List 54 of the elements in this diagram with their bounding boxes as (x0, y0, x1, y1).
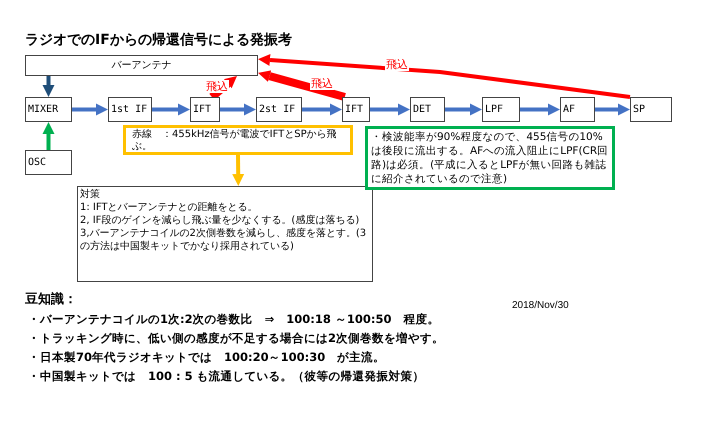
edge-label: 飛込 (385, 58, 409, 71)
note-line: ・中国製キットでは 100 : 5 も流通している。（彼等の帰還発振対策） (27, 369, 426, 384)
note-text: ・検波能率が90%程度なので、455信号の10%は後段に流出する。AFへの流入阻止にLPF(CR回路)は必須。(平成に入るとLPFが無い回路も雑誌に紹介されているので注意) (371, 130, 609, 186)
block-label: IFT (193, 103, 212, 117)
note-box (77, 186, 373, 282)
block-box (256, 97, 302, 122)
section-heading: 豆知識： (25, 292, 78, 308)
arrow (258, 70, 346, 101)
note-line: ・日本製70年代ラジオキットでは 100:20～100:30 が主流。 (27, 350, 386, 365)
arrow (152, 104, 190, 116)
note-line: ・トラッキング時に、低い側の感度が不足する場合には2次側巻数を増やす。 (27, 331, 444, 346)
block-box (25, 150, 72, 175)
block-label: LPF (485, 103, 504, 117)
arrow (302, 104, 342, 116)
note-text: 1: IFTとバーアンテナとの距離をとる。 (80, 201, 259, 214)
block-label: AF (563, 103, 576, 117)
arrow (370, 104, 410, 116)
arrow (220, 104, 256, 116)
block-label: バーアンテナ (112, 59, 172, 73)
diagram-title: ラジオでのIFからの帰還信号による発振考 (25, 31, 292, 50)
block-box (25, 55, 258, 76)
block-label: IFT (345, 103, 364, 117)
block-label: OSC (28, 156, 46, 170)
note-text: 3,バーアンテナコイルの2次側巻数を減らし、感度を落とす。(3の方法は中国製キットでかなり採用されている) (80, 227, 368, 253)
note-text: 2, IF段のゲインを減らし飛ぶ量を少なくする。(感度は落ちる) (80, 214, 360, 227)
note-text: 赤線 ：455kHz信号が電波でIFTとSPから飛ぶ。 (132, 129, 338, 153)
block-box (410, 97, 445, 122)
arrow (232, 154, 244, 186)
block-box (190, 97, 220, 122)
arrow (445, 104, 482, 116)
arrow (595, 104, 630, 116)
arrow (42, 76, 54, 97)
block-label: MIXER (28, 103, 58, 117)
date-text: 2018/Nov/30 (512, 300, 569, 312)
arrow (520, 104, 560, 116)
block-box (25, 97, 72, 122)
block-label: 2st IF (259, 103, 296, 117)
block-box (108, 97, 152, 122)
arrow (72, 104, 108, 116)
edge-label: 飛込 (205, 80, 229, 93)
block-box (482, 97, 520, 122)
block-label: 1st IF (111, 103, 148, 117)
block-box (342, 97, 370, 122)
note-box (123, 125, 353, 155)
arrow (42, 122, 54, 150)
edge-label: 飛込 (310, 77, 334, 90)
block-box (560, 97, 595, 122)
note-heading: 対策 (80, 188, 101, 201)
arrow (258, 54, 630, 99)
block-label: SP (633, 103, 646, 117)
note-line: ・バーアンテナコイルの1次:2次の巻数比 ⇒ 100:18 ～100:50 程度。 (27, 312, 440, 327)
note-box (365, 126, 615, 190)
block-label: DET (413, 103, 432, 117)
block-box (630, 97, 672, 122)
